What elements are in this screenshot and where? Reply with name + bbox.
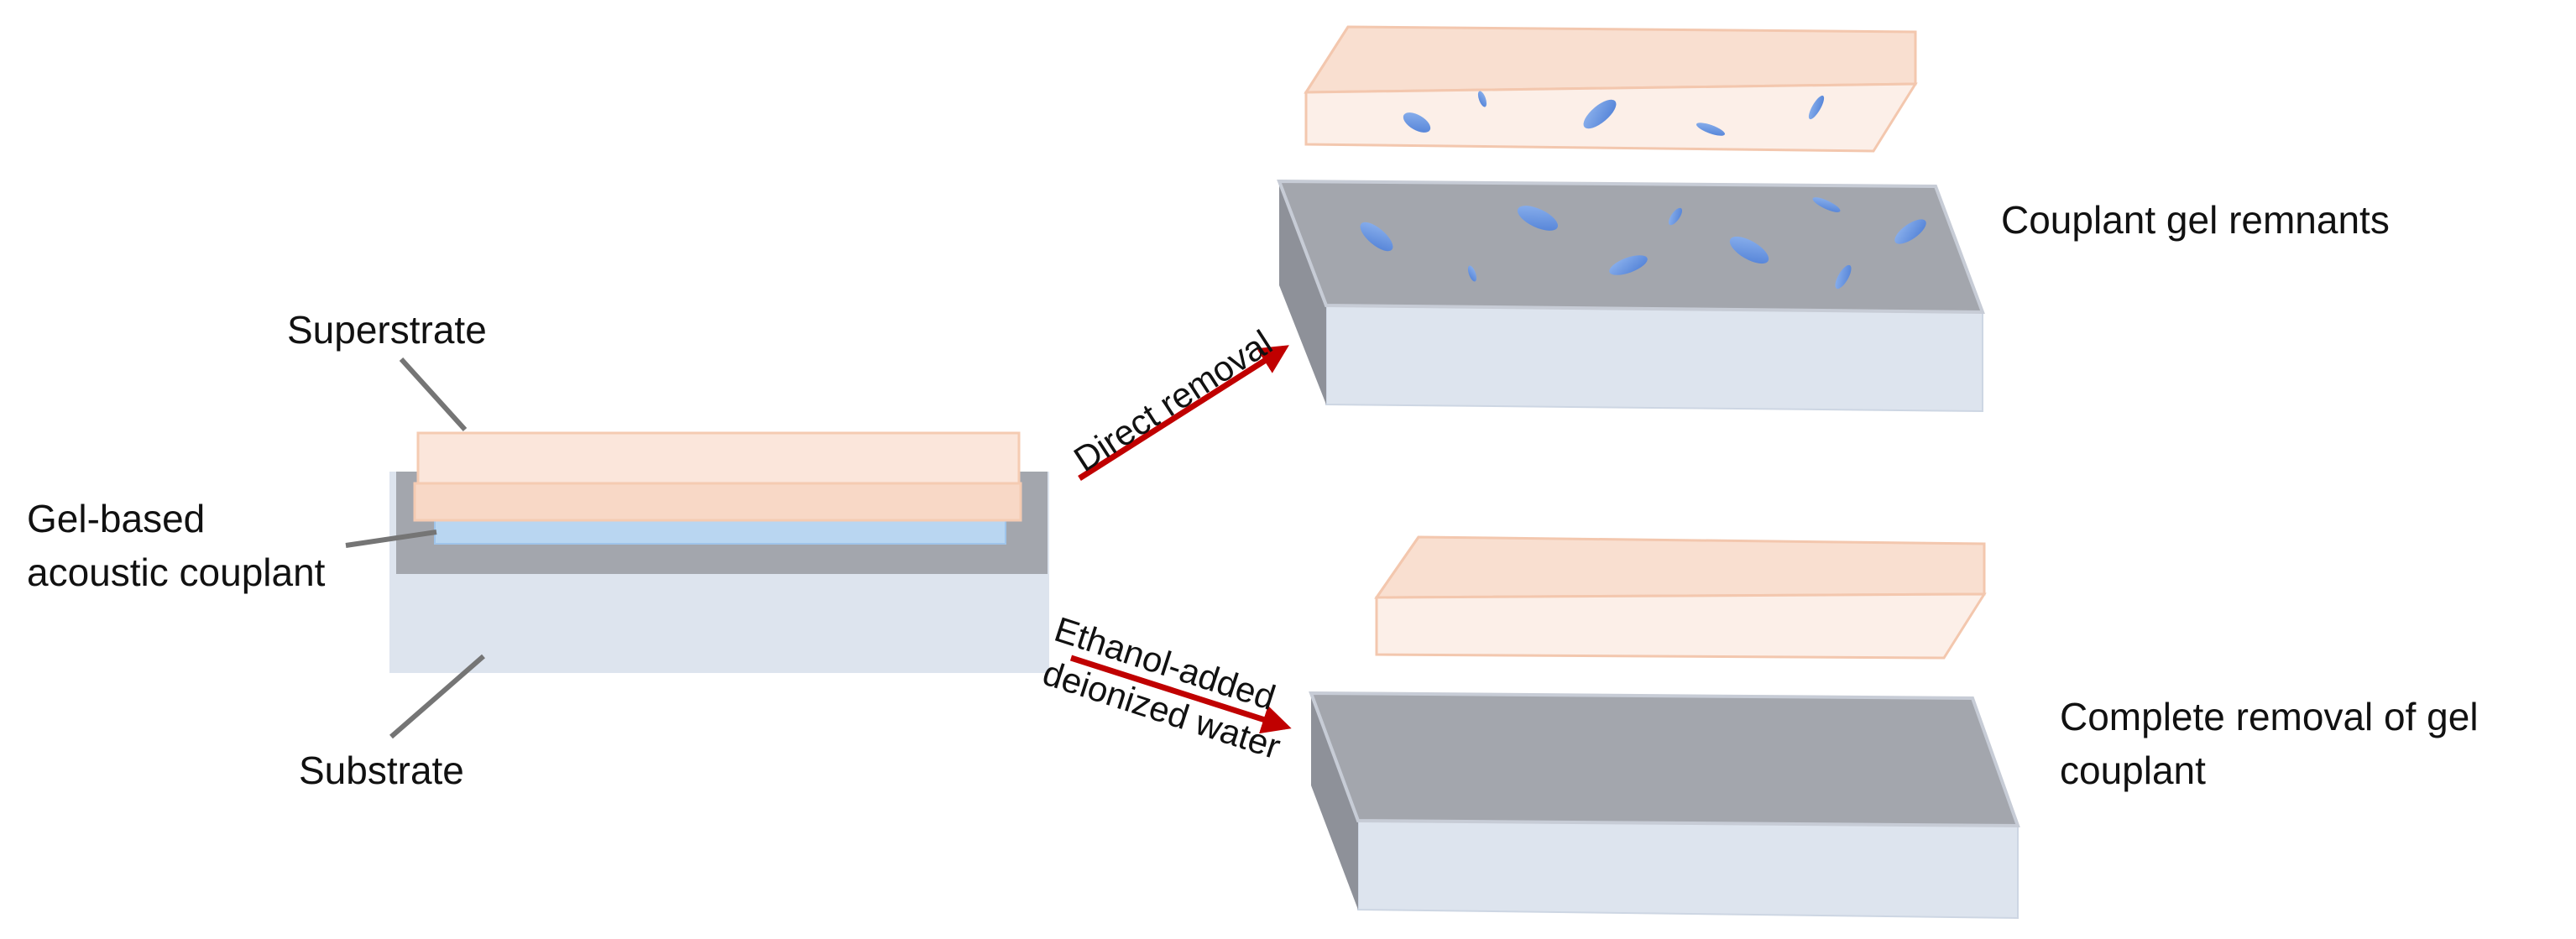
clean-substrate-top-face xyxy=(1309,691,2020,828)
clean-substrate xyxy=(1309,691,2020,920)
superstrate-front-face xyxy=(413,482,1022,522)
superstrate-label: Superstrate xyxy=(287,308,487,352)
substrate-with-remnants xyxy=(1277,179,1985,413)
superstrate-bottom-bottom-face xyxy=(1375,592,1987,660)
gel-remnant xyxy=(1812,197,1841,212)
superstrate-gel-remnants xyxy=(1403,91,1825,136)
direct-removal-arrow xyxy=(1078,345,1289,481)
remnant-substrate-side-face xyxy=(1279,181,1326,404)
remnants-label: Couplant gel remnants xyxy=(2001,198,2390,242)
remnant-substrate-front-face xyxy=(1325,304,1983,413)
gel-remnant xyxy=(1360,222,1393,252)
gel-remnant xyxy=(1609,255,1648,275)
gel-remnant xyxy=(1517,206,1559,231)
gel-remnant xyxy=(1894,219,1926,244)
gel-remnant xyxy=(1477,91,1487,107)
gel-couplant-layer xyxy=(434,518,1006,545)
superstrate-top-bottom-face xyxy=(1304,82,1918,153)
couplant-label-line2: acoustic couplant xyxy=(27,550,326,594)
couplant-label-line1: Gel-based xyxy=(27,497,206,540)
gel-remnant xyxy=(1403,112,1431,133)
assembled-stack xyxy=(389,431,1049,673)
ethanol-removal-arrow xyxy=(1069,655,1292,734)
substrate-label: Substrate xyxy=(299,749,464,792)
gel-remnant xyxy=(1583,99,1617,129)
substrate-gel-remnants xyxy=(1360,197,1926,290)
complete-removal-label-line2: couplant xyxy=(2060,749,2206,792)
separated-superstrate-bottom xyxy=(1374,535,1987,660)
separated-superstrate-top xyxy=(1304,25,1918,153)
gel-remnant xyxy=(1467,265,1477,282)
gel-remnant xyxy=(1729,236,1769,264)
remnant-substrate-top-face xyxy=(1277,179,1985,315)
complete-removal-label-line1: Complete removal of gel xyxy=(2060,695,2479,738)
superstrate-top-back-face xyxy=(1304,25,1917,94)
gel-remnant xyxy=(1808,95,1825,120)
superstrate-bottom-back-face xyxy=(1374,535,1986,599)
gel-remnant xyxy=(1835,264,1852,290)
superstrate-top-face xyxy=(416,431,1021,487)
clean-substrate-front-face xyxy=(1357,819,2019,920)
gel-remnant xyxy=(1696,123,1726,136)
substrate-leader-line xyxy=(389,654,485,739)
couplant-leader-line xyxy=(345,529,437,548)
clean-substrate-side-face xyxy=(1311,693,1358,910)
superstrate-leader-line xyxy=(399,357,468,432)
gel-remnant xyxy=(1668,207,1683,226)
